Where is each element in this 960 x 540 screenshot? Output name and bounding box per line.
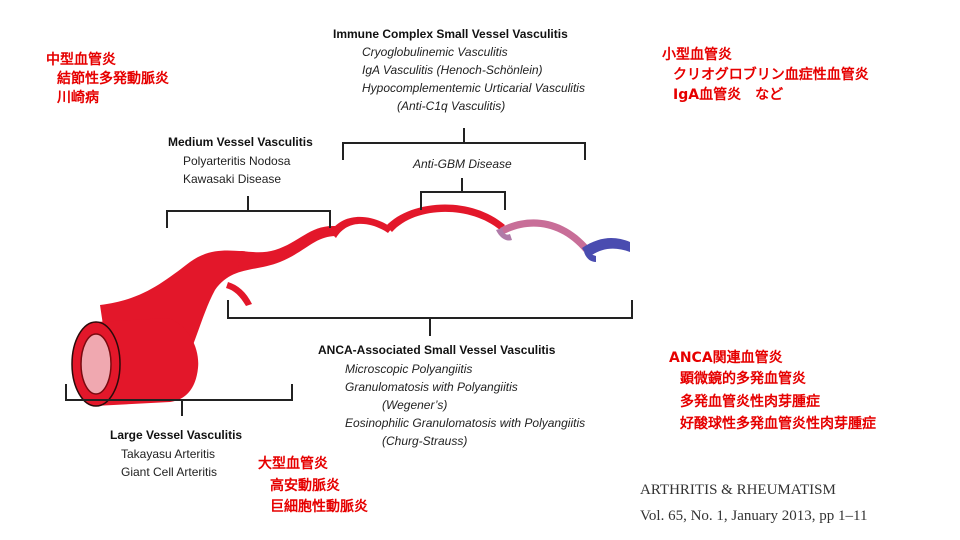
citation-journal: ARTHRITIS & RHEUMATISM — [640, 482, 836, 498]
jp-large-title: 大型血管炎 — [258, 456, 328, 472]
medium-item: Polyarteritis Nodosa — [183, 154, 291, 168]
jp-large-item: 巨細胞性動脈炎 — [270, 499, 368, 515]
bracket-immune-complex — [342, 128, 586, 160]
jp-medium-item: 川崎病 — [57, 90, 99, 106]
bracket-anca — [227, 300, 633, 336]
large-item: Giant Cell Arteritis — [121, 465, 218, 479]
immune-complex-heading: Immune Complex Small Vessel Vasculitis — [333, 27, 568, 41]
jp-anca-item: 好酸球性多発血管炎性肉芽腫症 — [680, 416, 876, 432]
jp-medium-item: 結節性多発動脈炎 — [57, 71, 169, 87]
large-heading: Large Vessel Vasculitis — [110, 428, 243, 442]
jp-small-title: 小型血管炎 — [662, 47, 732, 63]
anca-item: (Churg-Strauss) — [382, 434, 468, 448]
immune-complex-item: (Anti-C1q Vasculitis) — [397, 99, 506, 113]
jp-anca-title: ANCA関連血管炎 — [669, 350, 783, 366]
jp-small-item: IgA血管炎 など — [673, 87, 784, 103]
large-item: Takayasu Arteritis — [121, 447, 216, 461]
jp-anca-item: 多発血管炎性肉芽腫症 — [680, 394, 820, 410]
anca-item: Eosinophilic Granulomatosis with Polyang… — [345, 416, 586, 430]
anca-item: Microscopic Polyangiitis — [345, 362, 473, 376]
jp-anca-item: 顕微鏡的多発血管炎 — [680, 371, 806, 387]
immune-complex-item: Hypocomplementemic Urticarial Vasculitis — [362, 81, 585, 95]
citation-volume: Vol. 65, No. 1, January 2013, pp 1–11 — [640, 508, 868, 524]
bracket-large — [65, 384, 293, 416]
medium-item: Kawasaki Disease — [183, 172, 282, 186]
bracket-medium — [166, 196, 331, 228]
anca-item: (Wegener’s) — [382, 398, 448, 412]
medium-heading: Medium Vessel Vasculitis — [168, 135, 313, 149]
jp-large-item: 高安動脈炎 — [270, 478, 340, 494]
immune-complex-item: IgA Vasculitis (Henoch-Schönlein) — [362, 63, 543, 77]
large-vessel-cylinder — [71, 318, 199, 407]
anti-gbm-label: Anti-GBM Disease — [413, 157, 512, 171]
anca-item: Granulomatosis with Polyangiitis — [345, 380, 518, 394]
immune-complex-item: Cryoglobulinemic Vasculitis — [362, 45, 508, 59]
anca-heading: ANCA-Associated Small Vessel Vasculitis — [318, 343, 556, 357]
jp-medium-title: 中型血管炎 — [46, 52, 116, 68]
bracket-anti-gbm — [420, 178, 506, 210]
jp-small-item: クリオグロブリン血症性血管炎 — [673, 67, 869, 83]
